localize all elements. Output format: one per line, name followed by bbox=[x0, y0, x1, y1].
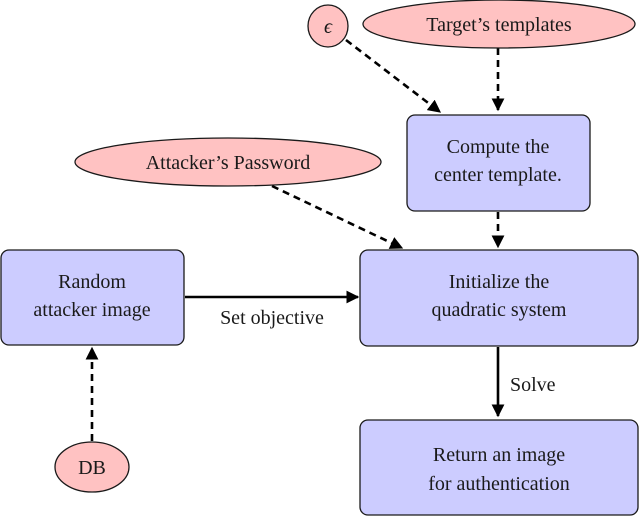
node-return-image-line-1: Return an image bbox=[433, 444, 565, 466]
node-random-image-line-2: attacker image bbox=[33, 299, 150, 321]
node-db bbox=[54, 441, 130, 493]
node-return-image-line-2: for authentication bbox=[428, 473, 570, 495]
node-random-image-line-1: Random bbox=[58, 271, 126, 293]
node-initialize-system-line-1: Initialize the bbox=[449, 271, 550, 293]
edge-epsilon-to-compute bbox=[345, 38, 442, 114]
node-targets-templates-label: Target’s templates bbox=[426, 14, 572, 36]
node-epsilon bbox=[307, 4, 349, 48]
edge-label-set-objective: Set objective bbox=[220, 307, 324, 329]
node-db-label: DB bbox=[78, 457, 106, 479]
node-attackers-password-label: Attacker’s Password bbox=[146, 152, 311, 174]
node-initialize-system-line-2: quadratic system bbox=[432, 299, 567, 321]
node-compute-center bbox=[406, 114, 591, 212]
node-compute-center-line-2: center template. bbox=[434, 164, 562, 186]
node-epsilon-label: ϵ bbox=[324, 16, 333, 38]
node-return-image bbox=[359, 419, 639, 516]
edge-password-to-initialize bbox=[271, 184, 404, 250]
node-compute-center-line-1: Compute the bbox=[447, 136, 550, 158]
node-random-image bbox=[0, 249, 185, 346]
edge-label-solve: Solve bbox=[510, 374, 556, 396]
node-attackers-password bbox=[74, 137, 382, 187]
node-initialize-system bbox=[359, 249, 639, 347]
node-targets-templates bbox=[362, 0, 636, 49]
